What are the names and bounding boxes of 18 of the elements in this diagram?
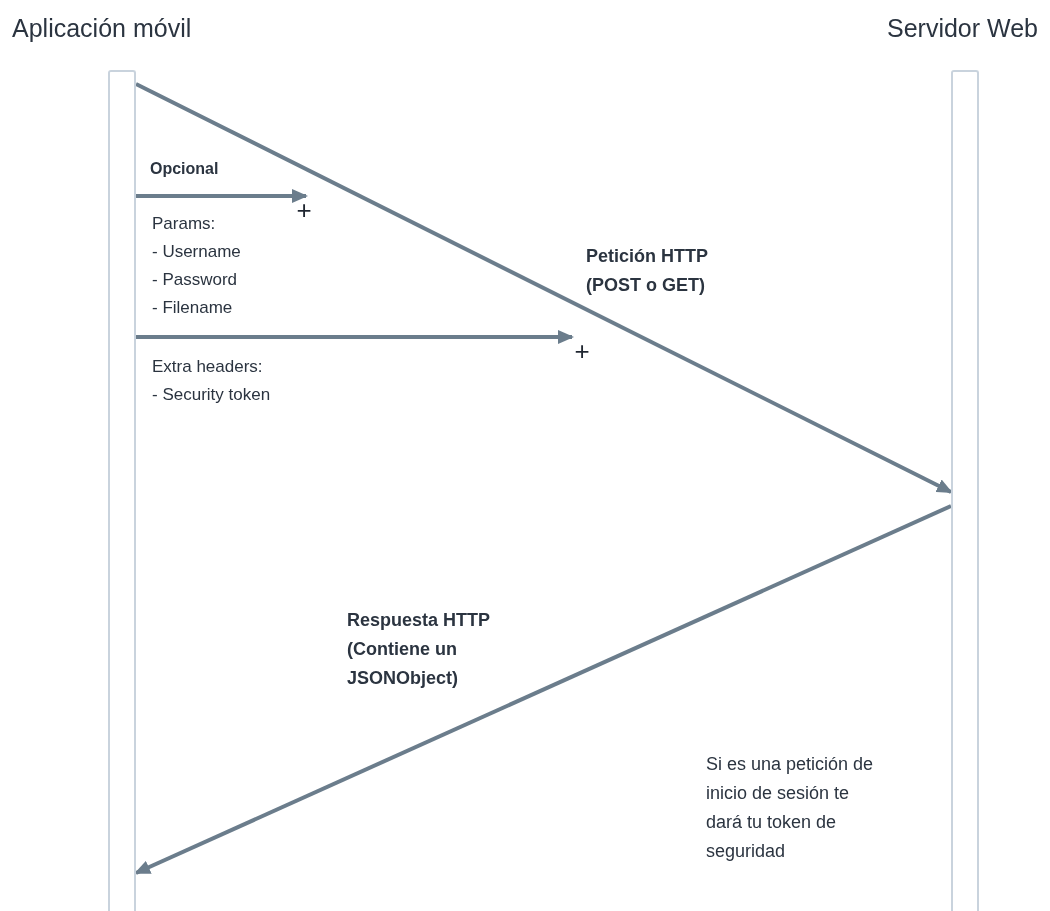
edge-label: Respuesta HTTP (Contiene un JSONObject) (347, 609, 491, 690)
edge-label: Petición HTTP (POST o GET) (586, 245, 709, 297)
arrow (136, 330, 574, 344)
list-text: - Password (152, 269, 238, 291)
list-text: - Security token (152, 384, 271, 406)
arrow (134, 504, 952, 875)
section-heading: Opcional (150, 159, 219, 179)
note-text: Si es una petición de inicio de sesión te dará tu token de seguridad (706, 753, 875, 863)
arrow (135, 82, 953, 494)
lifeline-title: Servidor Web (887, 13, 1038, 44)
arrow (136, 189, 308, 203)
plus-sign: + (295, 199, 313, 221)
list-text: - Filename (152, 297, 233, 319)
list-text: Extra headers: (152, 356, 263, 378)
lifeline-title: Aplicación móvil (12, 13, 192, 44)
list-text: Params: (152, 213, 216, 235)
plus-sign: + (573, 340, 591, 362)
list-text: - Username (152, 241, 241, 263)
